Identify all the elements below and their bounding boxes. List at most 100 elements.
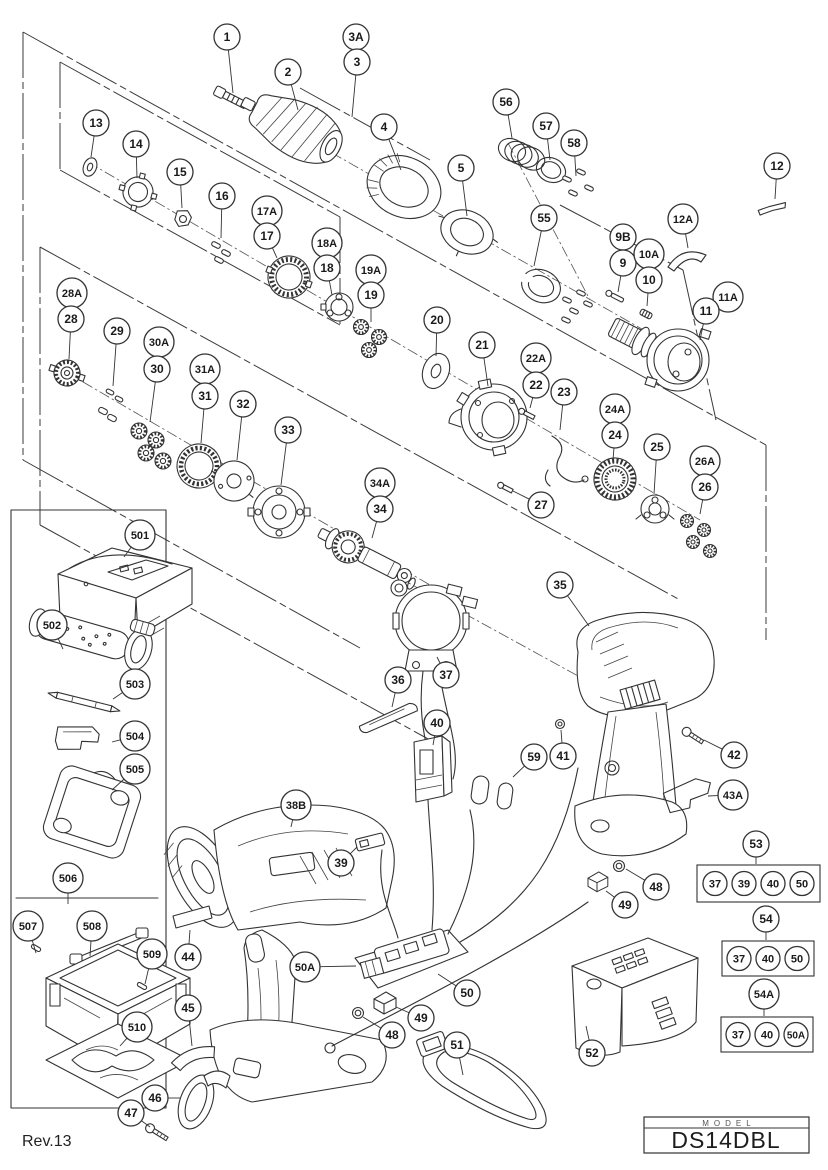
part-balloon-50: 50 [453,979,481,1007]
part-sketch-gears-19 [352,318,388,359]
balloon-number-56: 56 [499,95,513,109]
balloon-number-34A: 34A [370,478,390,490]
balloon-circle-20 [423,306,451,334]
leader-line-5 [462,180,468,217]
leader-line-59 [512,765,525,778]
balloon-number-58: 58 [567,136,581,150]
part-balloon-508: 508 [76,910,108,942]
balloon-number-17: 17 [260,229,274,243]
balloon-number-49: 49 [414,1011,428,1025]
part-sketch-gears-26 [679,513,718,559]
balloon-number-38B: 38B [286,800,306,812]
leader-line-47 [141,1120,151,1128]
balloon-number-39: 39 [334,856,348,870]
part-balloon-37: 37 [432,661,460,689]
balloon-circle-21 [468,331,496,359]
refbox-item-circle-54A-37 [725,1021,751,1048]
model-box: MODEL DS14DBL [643,1116,810,1154]
part-balloon-22: 22 [522,371,550,399]
part-sketch-battery-52 [571,937,699,1056]
part-sketch-hook-504 [54,726,100,750]
balloon-number-30A: 30A [149,337,169,349]
part-balloon-505: 505 [119,753,151,785]
balloon-circle-25 [643,433,671,461]
part-sketch-carrier-25 [635,494,675,524]
balloon-number-17A: 17A [257,206,277,218]
balloon-number-15: 15 [173,165,187,179]
balloon-number-9B: 9B [615,230,631,244]
balloon-circle-502 [36,609,68,641]
part-sketch-clip-12a [667,251,707,272]
leader-line-33 [280,442,287,486]
part-balloon-502: 502 [36,609,68,641]
refbox-item-number-54A-40: 40 [761,1029,773,1041]
part-balloon-41: 41 [549,742,577,770]
leader-line-502 [57,638,64,650]
balloon-number-44: 44 [181,950,195,964]
balloon-number-50A: 50A [295,962,315,974]
balloon-circle-54A [748,978,780,1010]
part-sketch-switch-40 [413,735,453,803]
balloon-circle-42 [720,741,748,769]
balloon-circle-10 [635,266,663,294]
refbox-item-number-53-50: 50 [796,878,808,890]
refbox-item-number-54A-37: 37 [732,1029,744,1041]
balloon-circle-58 [560,129,588,157]
leader-line-509 [144,968,150,985]
part-sketch-terminal-39 [354,832,399,939]
part-balloon-1: 1 [213,23,241,51]
balloon-number-40: 40 [430,716,444,730]
part-balloon-19: 19 [357,281,385,309]
balloon-circle-505 [119,753,151,785]
leader-line-23 [559,404,564,431]
part-sketch-pin-507 [30,943,42,953]
balloon-number-9: 9 [620,256,627,270]
leader-line-507 [31,940,37,954]
balloon-circle-19 [357,281,385,309]
leader-line-1 [227,49,234,94]
part-sketch-charger-501 [57,547,193,643]
leader-line-17 [271,247,278,259]
balloon-circle-59 [520,743,548,771]
balloon-circle-510 [121,1011,153,1043]
balloon-circle-32 [229,390,257,418]
leader-line-16 [220,208,223,239]
balloon-number-35: 35 [553,578,567,592]
balloon-circle-28 [57,305,85,333]
part-balloon-34: 34 [366,495,394,523]
leader-line-49 [605,890,615,898]
leader-line-44 [188,929,191,945]
balloon-circle-1 [213,23,241,51]
balloon-number-5: 5 [458,161,465,175]
balloon-number-52: 52 [585,1046,599,1060]
part-balloon-19A: 19A [355,254,387,286]
leader-line-20 [435,332,438,357]
balloon-number-41: 41 [556,749,570,763]
part-balloon-52: 52 [578,1039,606,1067]
part-sketch-bearingholder-33 [247,485,311,539]
part-balloon-9B: 9B [609,223,637,251]
part-balloon-20: 20 [423,306,451,334]
part-sketch-chuck-2 [240,94,343,164]
part-sketch-screw-47 [145,1123,169,1142]
balloon-number-26: 26 [698,480,712,494]
part-balloon-54: 54 [752,905,780,933]
part-sketch-screw-42 [681,726,705,745]
part-balloons: 123A3455657581212A9B910A1011A11551314151… [12,23,791,1127]
part-balloon-49: 49 [407,1004,435,1032]
part-balloon-31A: 31A [189,353,221,385]
balloon-number-54A: 54A [754,989,774,1001]
balloon-number-3A: 3A [348,30,364,44]
balloon-number-25: 25 [650,440,664,454]
balloon-circle-5 [447,154,475,182]
balloon-number-54: 54 [759,912,773,926]
leader-line-508 [89,940,92,957]
part-sketch-ring-55 [521,268,561,304]
leader-line-37 [436,656,441,664]
part-balloon-46: 46 [141,1084,169,1112]
balloon-number-28: 28 [64,312,78,326]
